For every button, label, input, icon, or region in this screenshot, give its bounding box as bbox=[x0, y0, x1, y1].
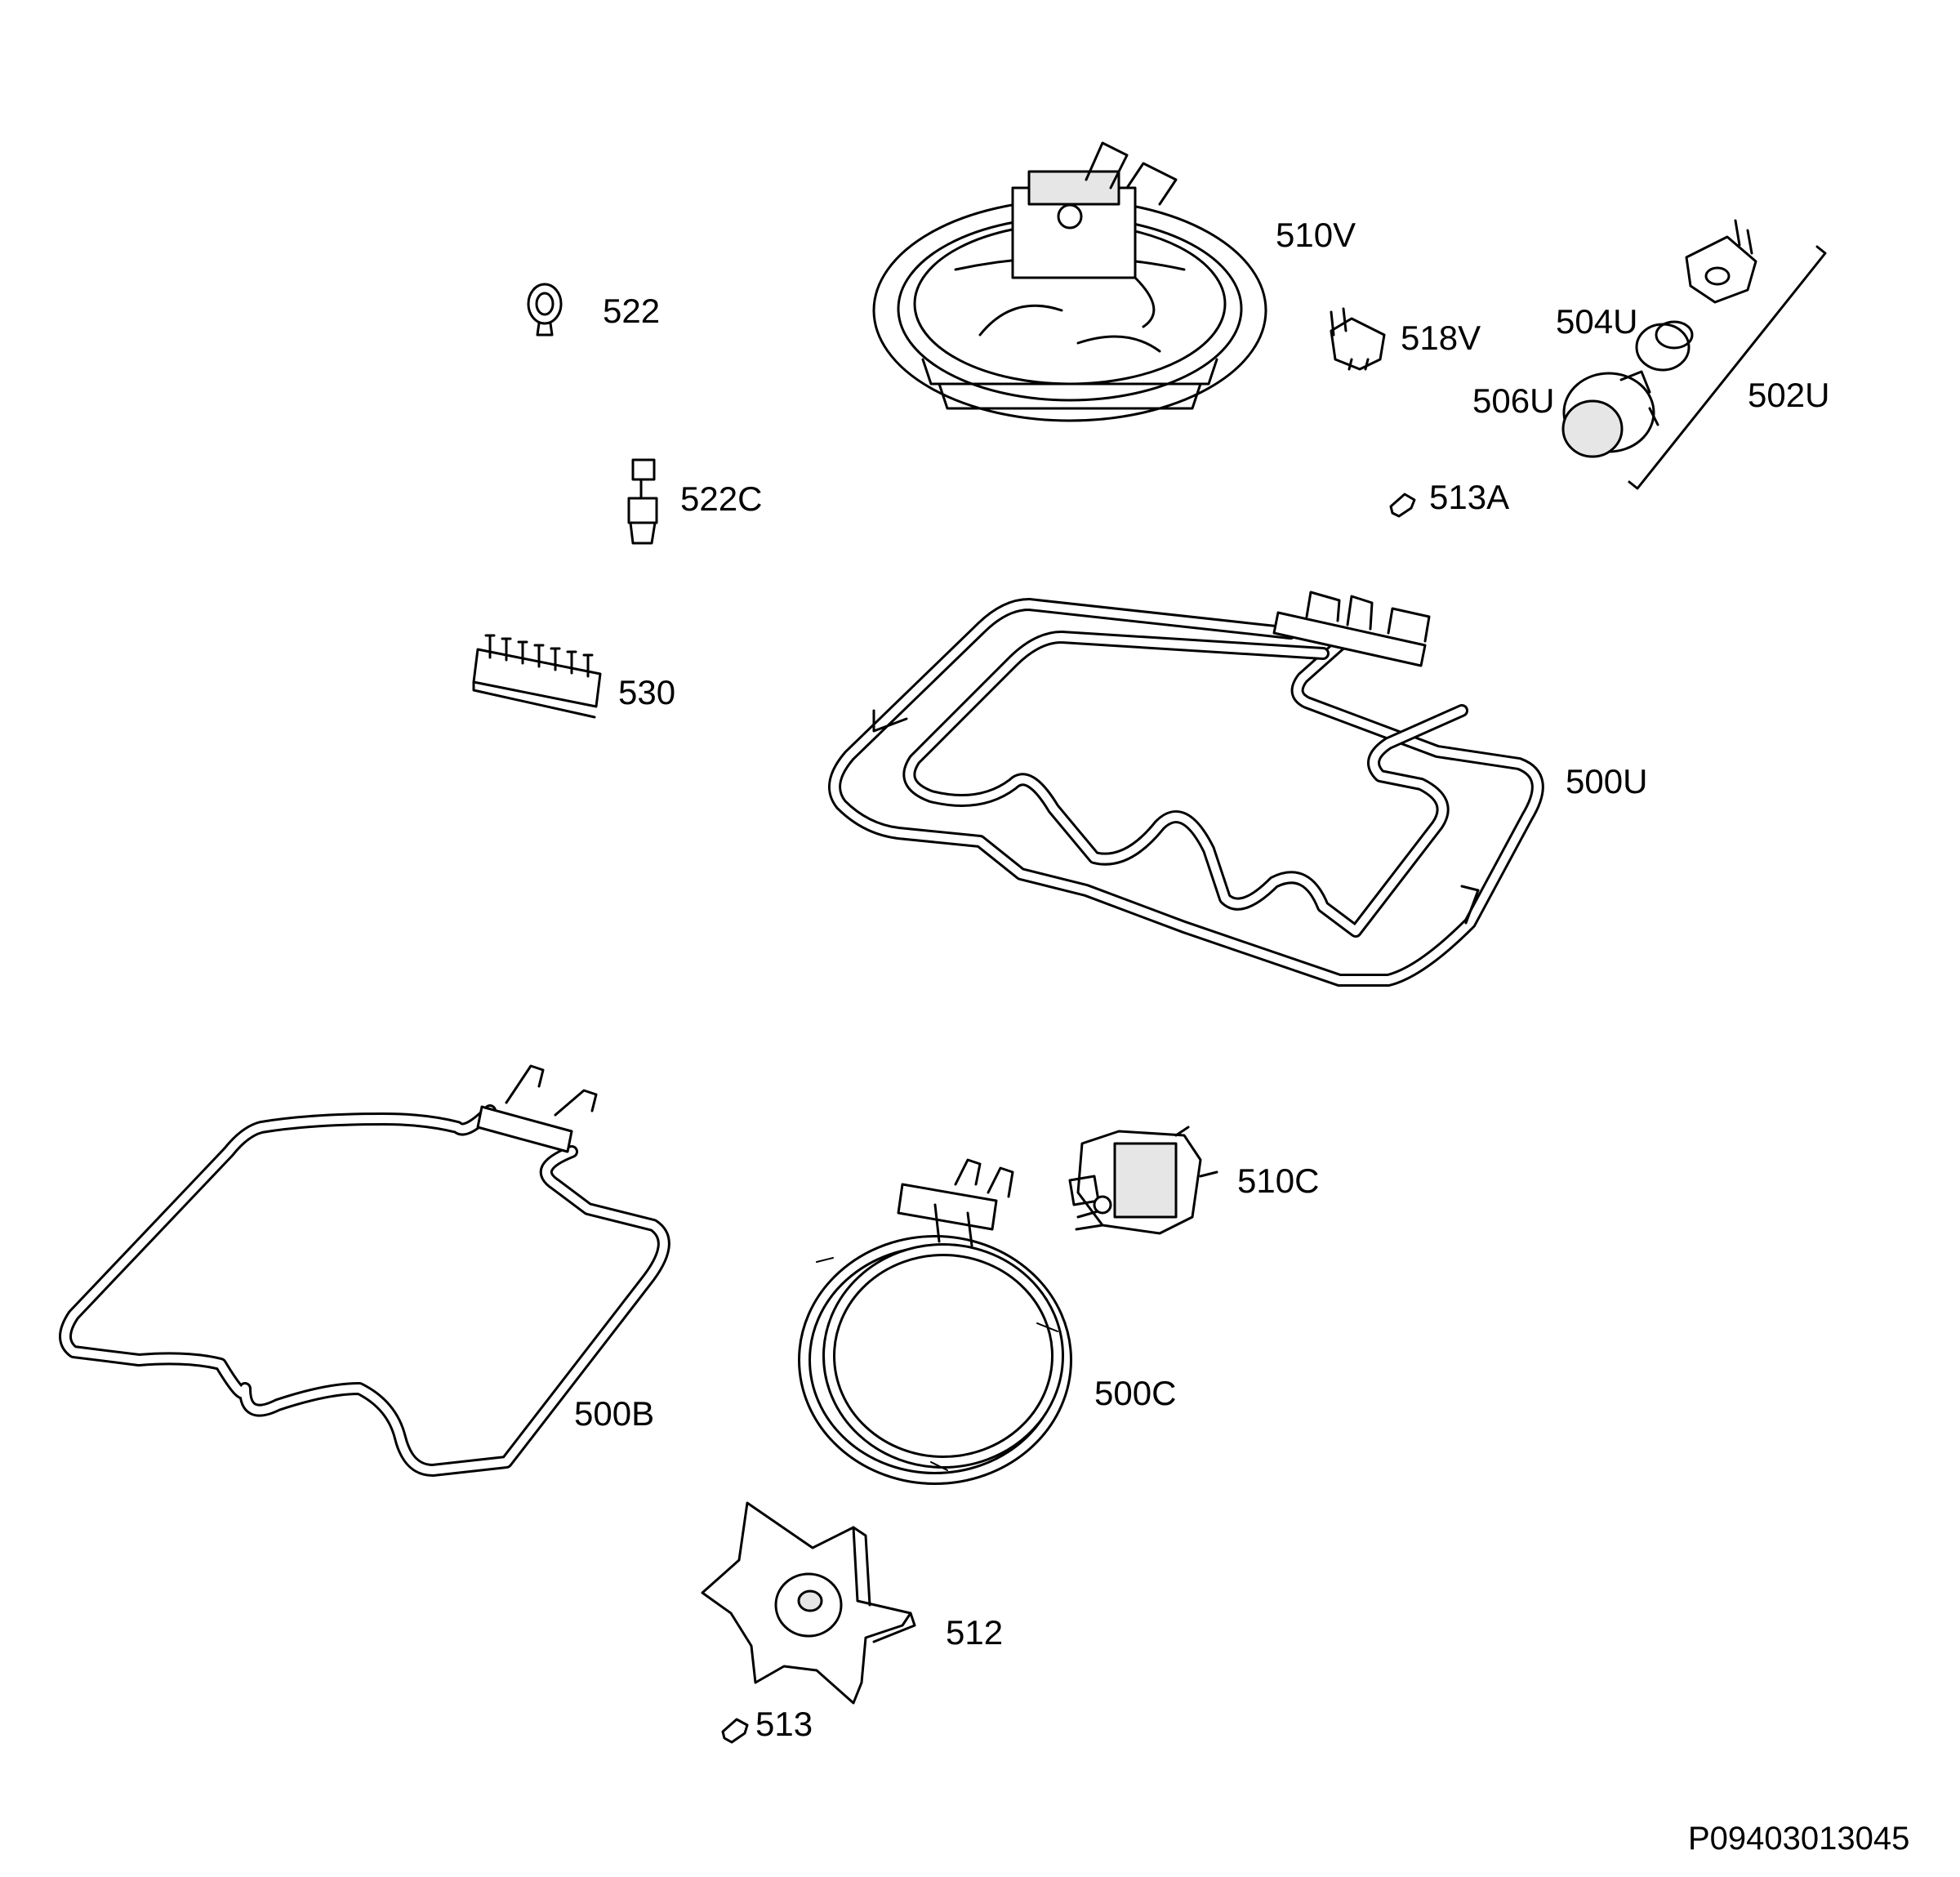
part-500U-drawing bbox=[828, 591, 1544, 987]
part-513A-drawing bbox=[1389, 493, 1416, 518]
part-500B-drawing bbox=[59, 1064, 670, 1477]
part-510C-drawing bbox=[1068, 1126, 1218, 1235]
part-label-504U: 504U bbox=[1556, 302, 1637, 341]
part-504U-drawing bbox=[1635, 320, 1694, 372]
part-label-500B: 500B bbox=[574, 1394, 654, 1433]
part-513-drawing bbox=[721, 1718, 749, 1744]
part-label-510C: 510C bbox=[1237, 1161, 1319, 1200]
part-label-506U: 506U bbox=[1472, 381, 1554, 420]
part-label-512: 512 bbox=[946, 1613, 1003, 1652]
part-label-510V: 510V bbox=[1276, 216, 1356, 254]
part-522-drawing bbox=[527, 283, 563, 337]
part-label-513: 513 bbox=[755, 1705, 813, 1743]
part-522C-drawing bbox=[627, 458, 658, 545]
part-label-500U: 500U bbox=[1566, 762, 1647, 800]
part-label-513A: 513A bbox=[1429, 478, 1509, 516]
part-500C-drawing bbox=[798, 1158, 1072, 1485]
part-label-522C: 522C bbox=[680, 479, 762, 518]
part-512-drawing bbox=[701, 1501, 916, 1705]
part-label-522: 522 bbox=[603, 292, 660, 330]
part-530-drawing bbox=[472, 634, 602, 719]
part-label-518V: 518V bbox=[1401, 319, 1481, 357]
part-label-502U: 502U bbox=[1748, 376, 1829, 414]
part-518V-drawing bbox=[1330, 307, 1386, 371]
part-510V-drawing bbox=[872, 141, 1267, 422]
document-id: P09403013045 bbox=[1688, 1821, 1909, 1857]
part-506U-drawing bbox=[1561, 370, 1659, 458]
part-502U-drawing bbox=[1628, 219, 1827, 490]
part-label-500C: 500C bbox=[1094, 1374, 1176, 1412]
part-label-530: 530 bbox=[618, 673, 675, 711]
